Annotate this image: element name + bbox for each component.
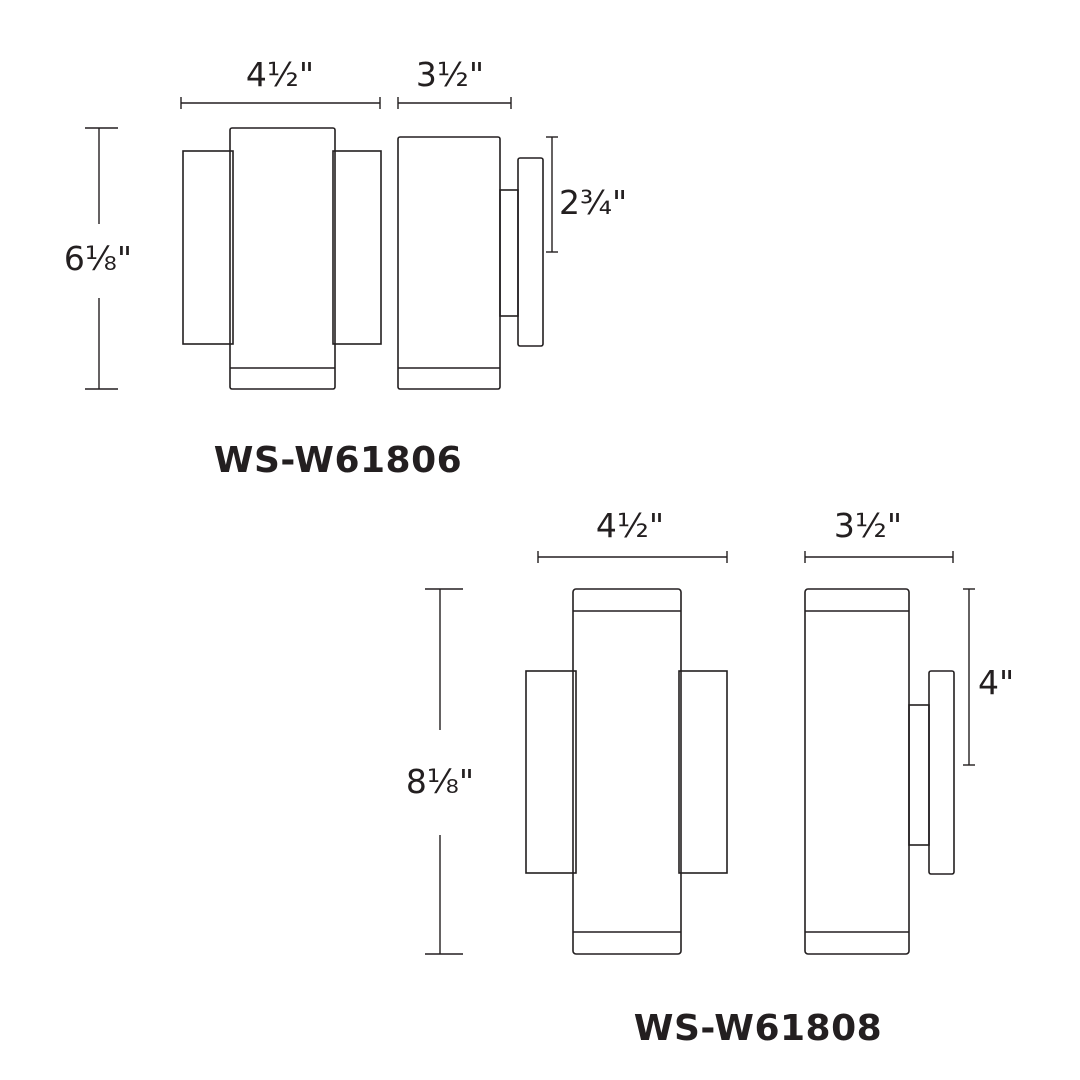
- front-view-ws-w61808: [525, 588, 728, 955]
- width-label: 4½": [246, 55, 314, 94]
- height-label: 6⅛": [64, 239, 132, 278]
- left-wing: [182, 150, 234, 345]
- right-wing: [332, 150, 382, 345]
- model-number: WS-W61806: [214, 440, 462, 481]
- width-dimension-ws-w61806: 4½": [180, 55, 381, 109]
- side-view-ws-w61808: [804, 588, 955, 955]
- backplate-dimension-ws-w61808: 4": [963, 588, 1014, 766]
- side-body: [804, 588, 910, 955]
- depth-label: 3½": [834, 506, 902, 545]
- backplate: [517, 157, 544, 347]
- backplate-label: 2¾": [559, 183, 627, 222]
- side-body: [397, 136, 501, 390]
- width-label: 4½": [596, 506, 664, 545]
- width-dimension-ws-w61808: 4½": [537, 506, 728, 563]
- front-view-ws-w61806: [182, 127, 382, 390]
- backplate-label: 4": [978, 663, 1014, 702]
- backplate: [928, 670, 955, 875]
- right-wing: [678, 670, 728, 874]
- model-number: WS-W61808: [634, 1008, 882, 1049]
- front-body: [229, 127, 336, 390]
- mount-arm: [908, 704, 930, 846]
- depth-label: 3½": [416, 55, 484, 94]
- depth-dimension-ws-w61806: 3½": [397, 55, 512, 109]
- backplate-dimension-ws-w61806: 2¾": [546, 136, 627, 253]
- left-wing: [525, 670, 577, 874]
- height-label: 8⅛": [406, 762, 474, 801]
- height-dimension-ws-w61806: 6⅛": [64, 127, 132, 390]
- mount-arm: [499, 189, 519, 317]
- product-ws-w61808: 4½" 3½" 8⅛" 4" WS-W61808: [406, 506, 1014, 1049]
- side-view-ws-w61806: [397, 136, 544, 390]
- depth-dimension-ws-w61808: 3½": [804, 506, 954, 563]
- height-dimension-ws-w61808: 8⅛": [406, 588, 474, 955]
- front-body: [572, 588, 682, 955]
- product-ws-w61806: 4½" 3½" 6⅛" 2¾" WS-W61806: [64, 55, 627, 481]
